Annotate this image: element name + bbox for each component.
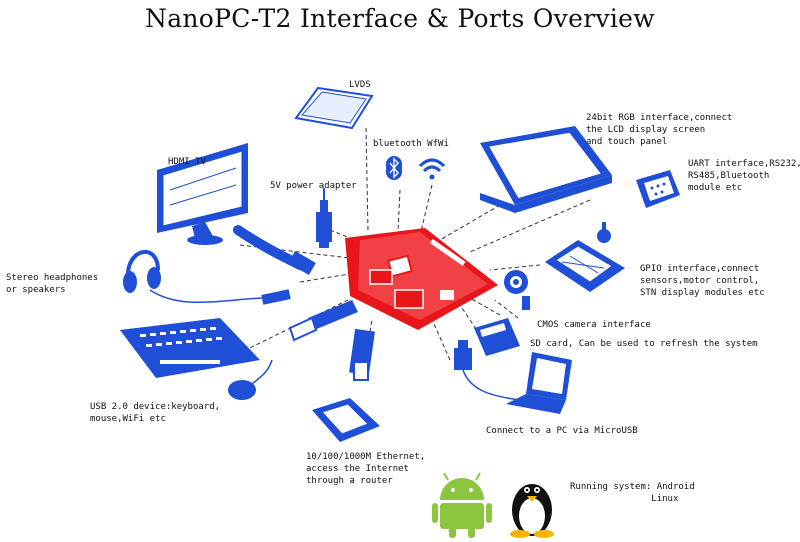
hdmi-tv-label: HDMI TV (168, 157, 206, 167)
power-adapter-label: 5V power adapter (270, 181, 357, 191)
lvds-panel-icon (294, 86, 374, 130)
headphones-label: Stereo headphones or speakers (6, 273, 99, 295)
android-logo-icon (432, 472, 492, 538)
hdmi-tv-icon (157, 143, 248, 245)
gpio-display-module-icon (545, 240, 625, 292)
camera-module-icon (504, 270, 530, 310)
bluetooth-wifi-label: bluetooth WfWi (373, 139, 449, 149)
router-icon (312, 398, 380, 442)
gpio-label: GPIO interface,connect sensors,motor con… (640, 264, 765, 298)
usb-cable-icon (288, 300, 358, 342)
cmos-camera-label: CMOS camera interface (537, 320, 651, 330)
sd-card-label: SD card, Can be used to refresh the syst… (530, 339, 758, 349)
headphones-icon (123, 250, 291, 305)
bluetooth-icon (386, 156, 402, 180)
sd-card-icon (474, 318, 520, 356)
laptop-icon (506, 352, 572, 414)
nanopc-board-icon (345, 228, 498, 330)
ethernet-label: 10/100/1000M Ethernet, access the Intern… (306, 452, 426, 486)
hdmi-cable-icon (233, 225, 316, 276)
microusb-label: Connect to a PC via MicroUSB (486, 426, 638, 436)
lvds-label: LVDS (349, 80, 371, 90)
running-system-label: Running system: Android Linux (570, 482, 695, 504)
ethernet-cable-icon (349, 328, 375, 381)
microusb-plug-icon (454, 340, 521, 401)
page-title: NanoPC-T2 Interface & Ports Overview (145, 4, 655, 33)
power-plug-icon (316, 188, 332, 248)
lcd-screen-icon (480, 126, 612, 213)
linux-tux-icon (510, 484, 554, 538)
uart-connector-icon (636, 170, 680, 208)
mouse-icon (228, 359, 273, 400)
usb-device-label: USB 2.0 device:keyboard, mouse,WiFi etc (90, 402, 221, 424)
rgb-interface-label: 24bit RGB interface,connect the LCD disp… (586, 113, 733, 147)
wifi-icon (418, 158, 446, 180)
uart-label: UART interface,RS232, RS485,Bluetooth mo… (688, 159, 800, 193)
keyboard-icon (120, 318, 260, 378)
gpio-sensor-icon (597, 222, 611, 243)
